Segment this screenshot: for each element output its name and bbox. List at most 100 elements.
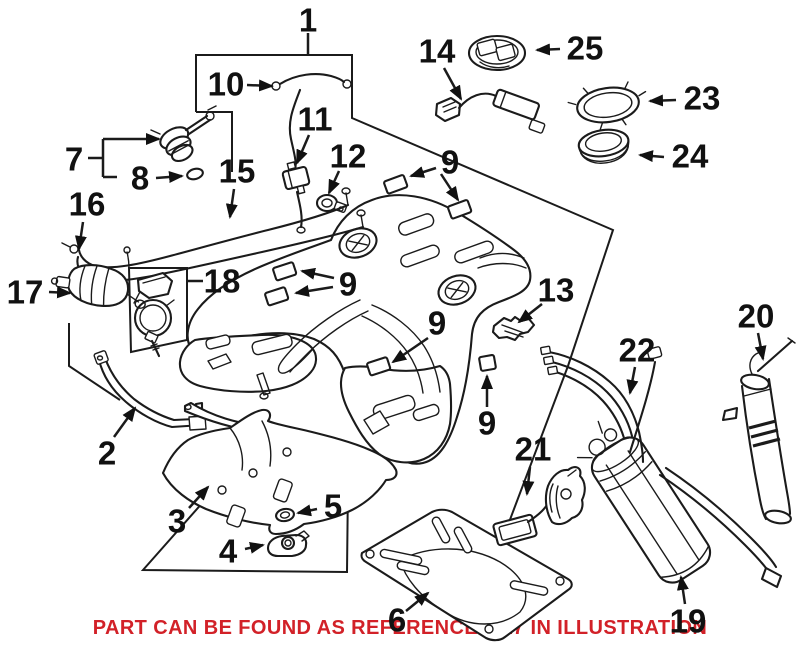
- canister-hoses: [658, 466, 783, 589]
- mounting-pad: [383, 174, 409, 195]
- callout-number-24: 24: [672, 138, 709, 175]
- grommet: [275, 507, 295, 523]
- vent-hose: [278, 73, 346, 86]
- tank-straps: [93, 350, 275, 434]
- callout-leader-9: [409, 166, 437, 178]
- fuel-pump-flange: [437, 274, 477, 306]
- callout-number-22: 22: [619, 332, 656, 369]
- callout-leader-9: [294, 284, 334, 297]
- filler-pipe: [721, 337, 796, 525]
- callout-leader-4: [244, 541, 265, 554]
- canister-lines: [539, 345, 645, 464]
- callout-number-12: 12: [330, 138, 367, 175]
- callout-leader-17: [48, 286, 72, 299]
- wiring-harness: [434, 88, 546, 134]
- hose-end-ring: [271, 81, 281, 91]
- callout-number-13: 13: [538, 272, 575, 309]
- mounting-pad: [366, 356, 392, 377]
- callout-number-6: 6: [388, 602, 406, 639]
- callout-leader-5: [296, 504, 318, 517]
- frame-left-stub: [68, 323, 121, 401]
- callout-leader-9: [391, 336, 429, 364]
- heat-shield: [161, 408, 398, 536]
- callout-leader-23: [648, 94, 677, 107]
- callout-number-15: 15: [219, 153, 256, 190]
- callout-leader-15: [225, 188, 238, 219]
- callout-number-19: 19: [670, 603, 707, 640]
- callout-leader-14: [442, 67, 463, 101]
- banjo-bolt: [205, 111, 215, 121]
- callout-leader-13: [517, 303, 543, 324]
- callout-leader-25: [535, 43, 561, 56]
- callout-number-9: 9: [478, 405, 496, 442]
- fuel-sender: [492, 466, 586, 547]
- callout-number-9: 9: [441, 144, 459, 181]
- callout-number-5: 5: [324, 488, 342, 525]
- callout-number-25: 25: [567, 30, 604, 67]
- callout-number-3: 3: [168, 503, 186, 540]
- callout-leader-9: [439, 173, 460, 202]
- callout-number-18: 18: [204, 263, 241, 300]
- fuel-tank: [178, 174, 532, 465]
- mounting-bracket: [491, 315, 536, 342]
- callout-number-11: 11: [298, 101, 333, 138]
- callout-leader-10: [246, 79, 274, 92]
- skid-plate: [360, 508, 573, 642]
- callout-leader-12: [327, 170, 341, 195]
- clamp-bracket: [136, 271, 174, 300]
- callout-leader-24: [638, 150, 665, 163]
- mounting-pad: [264, 286, 290, 307]
- callout-leader-6: [405, 591, 430, 612]
- clamp-bolt: [144, 330, 161, 358]
- callout-number-4: 4: [219, 533, 238, 570]
- mounting-pad: [272, 261, 298, 282]
- callout-number-2: 2: [98, 435, 116, 472]
- callout-number-9: 9: [428, 305, 446, 342]
- breather-line: [288, 88, 302, 172]
- callout-leader-3: [188, 485, 210, 509]
- o-ring: [186, 167, 204, 181]
- seal-ring: [577, 128, 630, 164]
- callout-number-21: 21: [515, 431, 552, 468]
- callout-leader-11: [295, 134, 311, 165]
- tank-shell-details: [205, 333, 293, 400]
- shield-retainer: [266, 530, 310, 558]
- callout-leader-9: [300, 267, 335, 280]
- callout-number-17: 17: [7, 274, 44, 311]
- callout-number-9: 9: [339, 266, 357, 303]
- caption: PART CAN BE FOUND AS REFERENCE # 17 IN I…: [92, 617, 708, 639]
- tank-lower-left-shell: [178, 333, 318, 393]
- callout-number-1: 1: [299, 2, 317, 39]
- callout-number-14: 14: [419, 33, 456, 70]
- rollover-valve: [281, 161, 311, 195]
- callout-leader-2: [112, 406, 137, 438]
- callout-number-16: 16: [69, 186, 106, 223]
- callout-number-20: 20: [738, 298, 775, 335]
- canister-vent-wire: [628, 360, 657, 454]
- mounting-pad: [478, 353, 497, 372]
- mounting-pads: [264, 174, 497, 377]
- mounting-pad: [447, 199, 473, 220]
- evap-canister: [576, 346, 712, 584]
- callout-leader-8: [155, 171, 184, 183]
- pressure-regulator: [150, 105, 217, 181]
- callout-number-7: 7: [65, 141, 83, 178]
- tank-cap-flange: [467, 34, 527, 72]
- tank-lobe-details: [363, 394, 440, 435]
- callout-leader-19: [676, 575, 689, 605]
- filter-clamp-assembly: [133, 271, 175, 358]
- callout-number-10: 10: [208, 66, 245, 103]
- callout-leader-20: [754, 332, 767, 361]
- vent-hose-assembly: [271, 73, 352, 234]
- hose-clamp: [315, 193, 348, 213]
- callout-leader-22: [626, 366, 639, 395]
- lock-ring: [567, 81, 647, 131]
- dipstick-rod: [756, 339, 794, 373]
- callout-leader-16: [74, 221, 87, 251]
- tank-ribs: [398, 213, 527, 269]
- callout-leader-21: [522, 466, 535, 496]
- callout-number-23: 23: [684, 80, 721, 117]
